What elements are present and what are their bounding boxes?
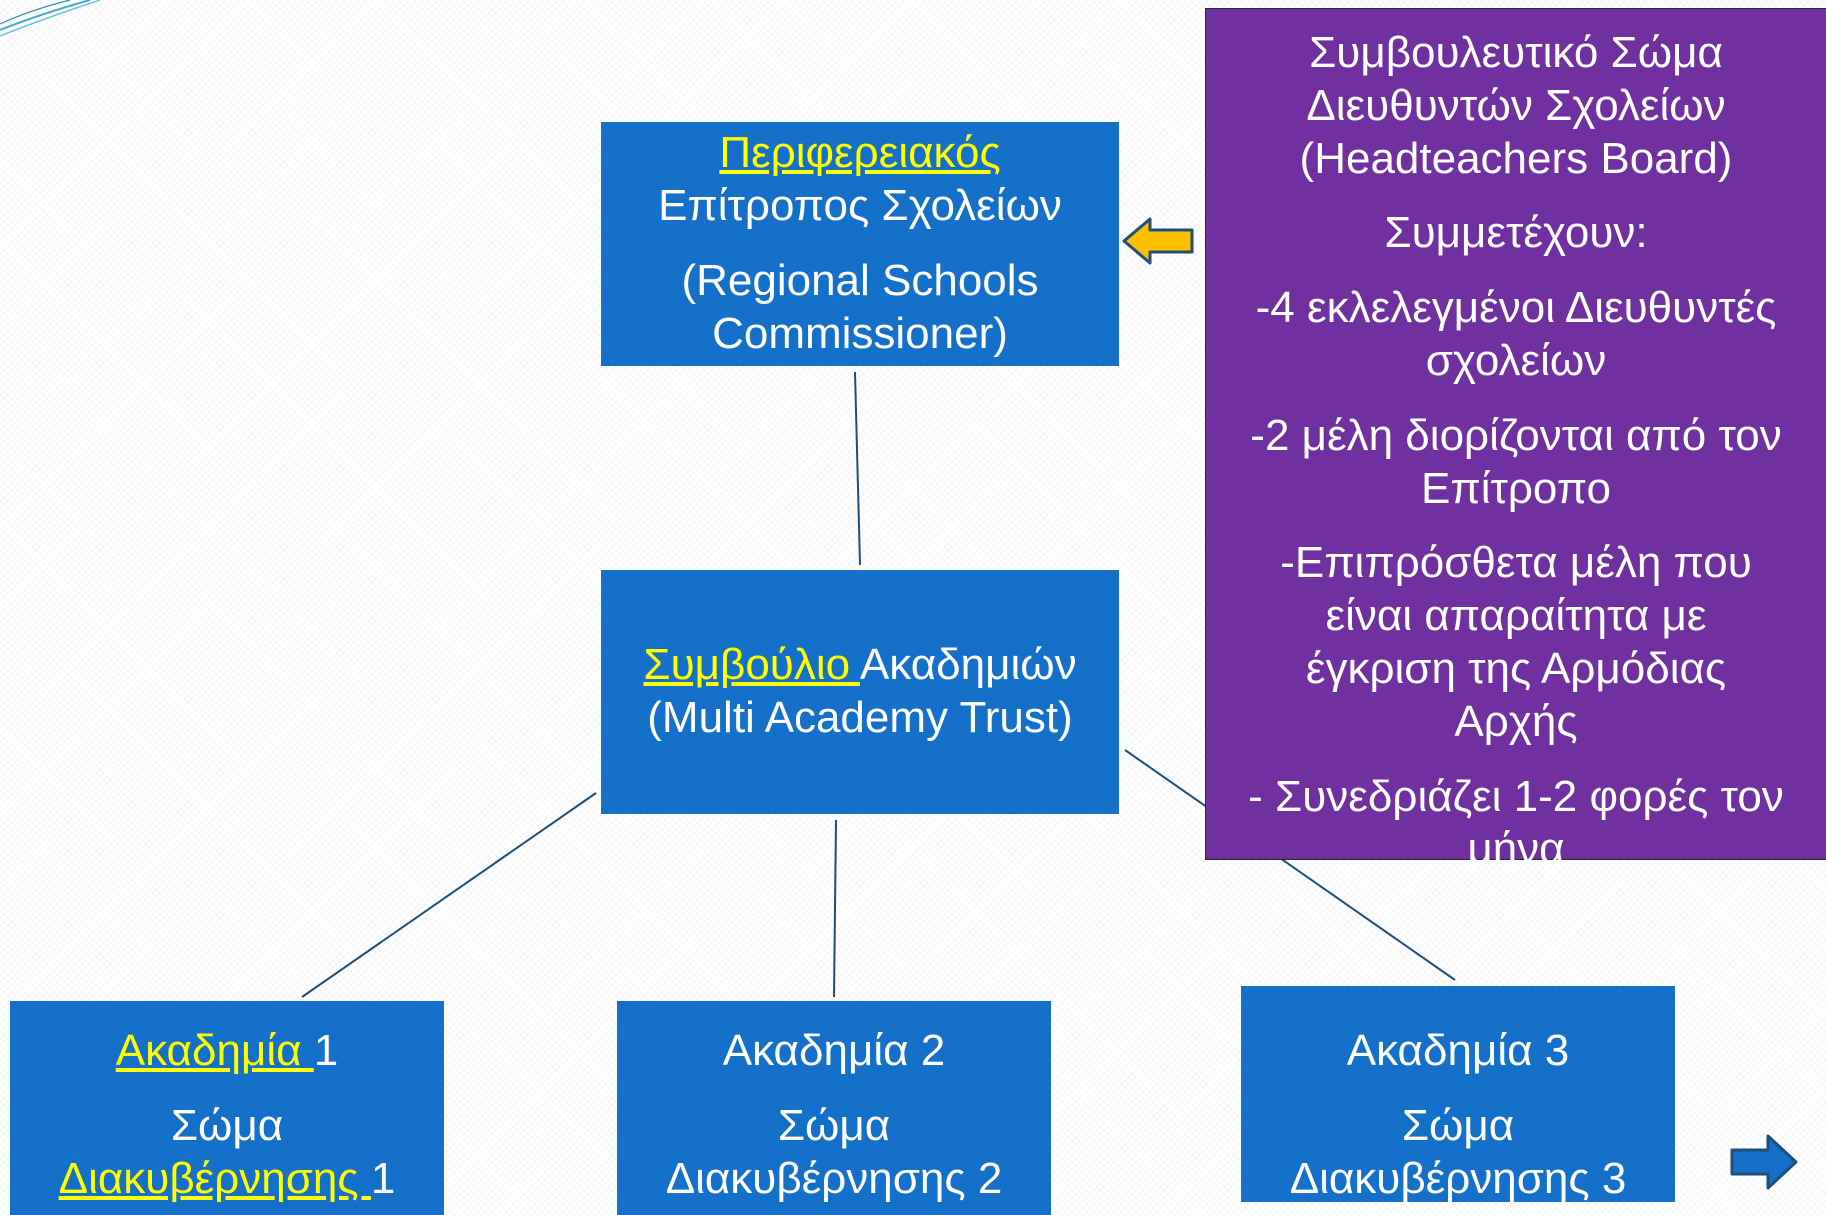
academy-1-body-line1: Σώμα — [170, 1100, 284, 1150]
academy-1-governance-link[interactable]: Διακυβέρνησης — [58, 1153, 371, 1203]
academy-1-link[interactable]: Ακαδημία — [115, 1026, 314, 1075]
academy-2-body-line1: Σώμα — [777, 1100, 891, 1150]
commissioner-english: (Regional Schools Commissioner) — [681, 256, 1039, 358]
connector-commissioner-trust — [854, 371, 861, 566]
board-item-2: -2 μέλη διορίζονται από τον Επίτροπο — [1250, 410, 1782, 513]
connector-trust-academy-2 — [833, 819, 837, 998]
commissioner-link[interactable]: Περιφερειακός — [719, 128, 1001, 178]
academy-3-body: Σώμα Διακυβέρνησης 3 — [1290, 1100, 1627, 1206]
regional-commissioner-box: Περιφερειακός Επίτροπος Σχολείων (Region… — [601, 122, 1119, 366]
trust-title: Συμβούλιο Ακαδημιών (Multi Academy Trust… — [643, 639, 1076, 745]
academy-3-body-line1: Σώμα — [1401, 1100, 1515, 1150]
board-title: Συμβουλευτικό Σώμα Διευθυντών Σχολείων (… — [1299, 28, 1733, 183]
academy-3-box: Ακαδημία 3 Σώμα Διακυβέρνησης 3 — [1241, 986, 1675, 1203]
headteachers-board-box: Συμβουλευτικό Σώμα Διευθυντών Σχολείων (… — [1205, 8, 1826, 873]
trust-link[interactable]: Συμβούλιο — [643, 640, 860, 690]
academy-3-name: Ακαδημία 3 — [1346, 1026, 1570, 1075]
academy-2-name: Ακαδημία 2 — [722, 1026, 946, 1075]
commissioner-line1: Επίτροπος Σχολείων — [658, 181, 1062, 231]
connector-trust-academy-3 — [1124, 749, 1456, 981]
board-item-1: -4 εκλελεγμένοι Διευθυντές σχολείων — [1255, 283, 1777, 385]
academy-1-governance-number: 1 — [370, 1153, 396, 1203]
corner-swoosh-decoration — [0, 0, 101, 37]
board-item-3: -Επιπρόσθετα μέλη που είναι απαραίτητα μ… — [1280, 538, 1752, 746]
trust-title-rest: Ακαδημιών — [859, 640, 1077, 690]
right-arrow-icon[interactable] — [1730, 1132, 1800, 1192]
academy-2-box: Ακαδημία 2 Σώμα Διακυβέρνησης 2 — [617, 1001, 1051, 1215]
board-item-4: - Συνεδριάζει 1-2 φορές τον μήνα — [1248, 771, 1784, 874]
academy-1-number: 1 — [313, 1026, 339, 1075]
academy-2-body: Σώμα Διακυβέρνησης 2 — [666, 1100, 1003, 1206]
academy-1-name: Ακαδημία 1 — [116, 1025, 338, 1078]
academy-2-body-line2: Διακυβέρνησης 2 — [665, 1153, 1003, 1203]
left-arrow-icon — [1122, 217, 1194, 265]
academy-1-body: Σώμα Διακυβέρνησης 1 — [59, 1100, 396, 1206]
board-participants: Συμμετέχουν: — [1384, 208, 1648, 258]
academy-3-body-line2: Διακυβέρνησης 3 — [1289, 1153, 1627, 1203]
connector-trust-academy-1 — [301, 792, 597, 998]
academy-1-box: Ακαδημία 1 Σώμα Διακυβέρνησης 1 — [10, 1001, 444, 1215]
multi-academy-trust-box: Συμβούλιο Ακαδημιών (Multi Academy Trust… — [601, 570, 1119, 814]
trust-english: (Multi Academy Trust) — [647, 693, 1073, 742]
commissioner-title: Περιφερειακός Επίτροπος Σχολείων — [658, 127, 1062, 233]
